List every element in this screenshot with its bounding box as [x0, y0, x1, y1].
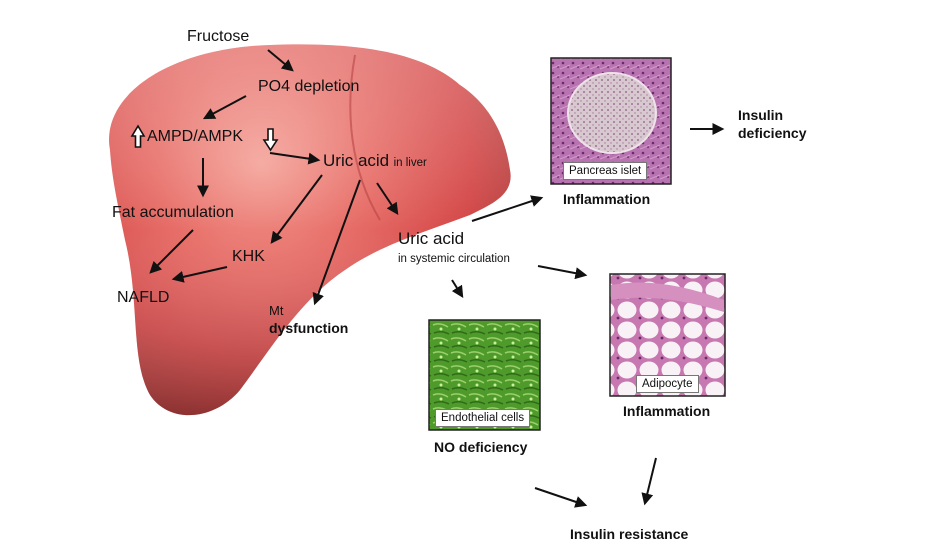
arrow-fructose-po4 [267, 49, 294, 72]
label-ampd-ampk: AMPD/AMPK [147, 128, 244, 145]
label-insulin-deficiency: deficiency [738, 125, 807, 141]
label-nafld: NAFLD [117, 289, 170, 306]
arrow-to-endothelial [451, 279, 464, 299]
label-uric-acid: Uric acid [323, 151, 390, 170]
arrow-to-adipocyte [537, 265, 588, 280]
caption-pancreas-islet: Pancreas islet [563, 162, 648, 180]
arrow-no-to-resistance [534, 487, 588, 508]
arrow-to-pancreas [471, 195, 544, 222]
label-inflammation-pancreas: Inflammation [563, 191, 651, 207]
label-fructose: Fructose [187, 28, 250, 45]
label-uric-acid-liver: Uric acid in liver [323, 151, 427, 171]
arrow-fat-nafld [149, 229, 194, 274]
arrow-uric-systemic [376, 182, 399, 215]
label-no-deficiency: NO deficiency [434, 439, 528, 455]
arrow-ampd-uric [269, 152, 321, 165]
caption-endothelial-cells: Endothelial cells [435, 409, 531, 427]
label-mt: Mt [269, 303, 284, 318]
label-fat-accumulation: Fat accumulation [112, 204, 234, 221]
arrow-po4-ampd [202, 95, 247, 120]
label-mt-dysfunction: dysfunction [269, 320, 349, 336]
label-po4-depletion: PO4 depletion [258, 78, 360, 95]
arrow-khk-nafld [171, 266, 228, 283]
arrow-inflammation-to-resistance [641, 457, 657, 506]
up-arrow-icon [130, 124, 146, 148]
label-inflammation-adipocyte: Inflammation [623, 403, 711, 419]
label-insulin: Insulin [738, 107, 784, 123]
arrow-uric-khk [270, 174, 323, 244]
label-in-liver: in liver [393, 157, 427, 169]
caption-adipocyte: Adipocyte [636, 375, 699, 393]
label-in-systemic-circulation: in systemic circulation [398, 253, 510, 265]
arrow-uric-mt [312, 179, 361, 306]
label-uric-acid-systemic: Uric acid [398, 229, 465, 248]
label-khk: KHK [232, 248, 265, 265]
down-arrow-icon [262, 128, 279, 152]
label-insulin-resistance: Insulin resistance [570, 526, 689, 542]
